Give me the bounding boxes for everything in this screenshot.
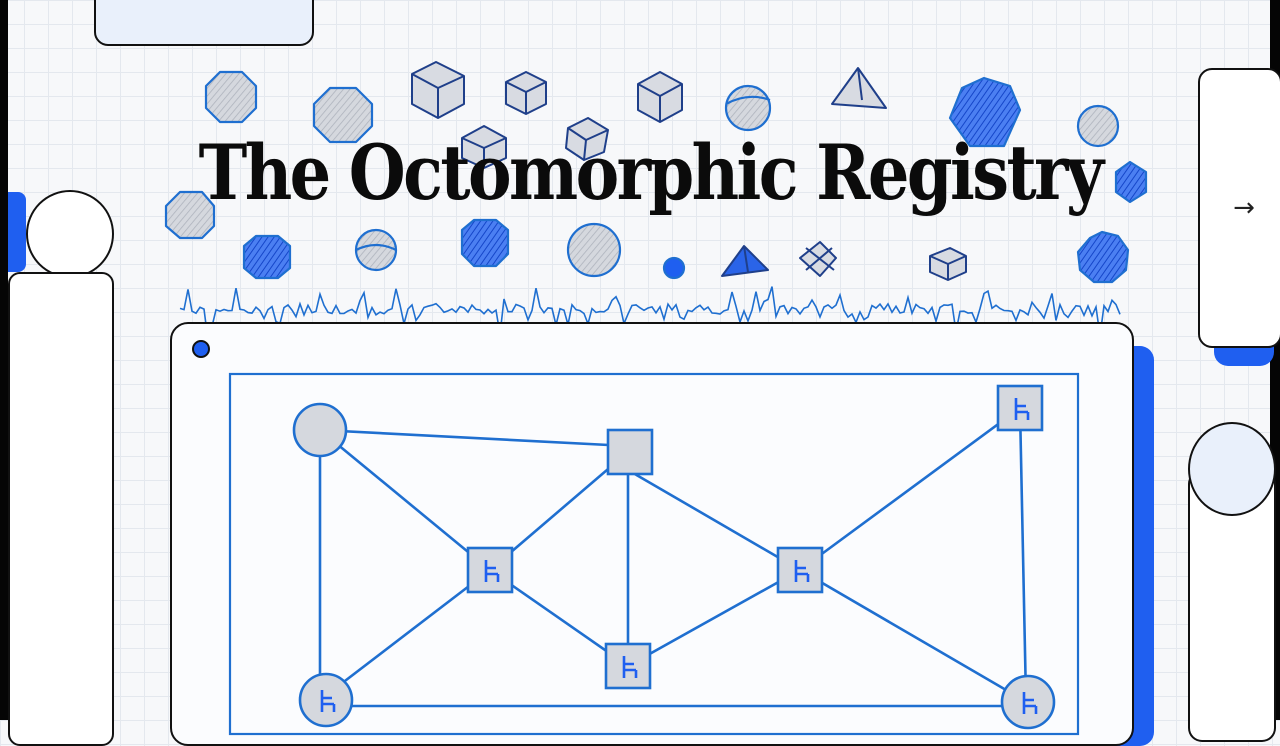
left-panel [8, 272, 114, 746]
graph-node-chair [466, 546, 514, 594]
octagon-shape [460, 218, 510, 268]
chair-icon [794, 560, 810, 582]
hexagon-shape [1114, 160, 1148, 204]
left-card-accent [8, 192, 26, 272]
chair-icon [622, 656, 638, 678]
chair-icon [320, 690, 336, 712]
octagon-shape [242, 234, 292, 280]
waveform-line [179, 286, 1121, 341]
chair-icon [1022, 692, 1038, 714]
dot-shape [662, 256, 686, 280]
cube-shape [565, 117, 609, 161]
cube-shape [505, 71, 547, 115]
cube-shape [637, 71, 683, 123]
octagon-shape [1076, 230, 1130, 284]
shape-cluster [164, 61, 1148, 341]
top-card [94, 0, 314, 46]
cube-shape [929, 247, 967, 281]
chair-icon [484, 560, 500, 582]
graph-node-circle [292, 402, 348, 458]
hexagon-shape [948, 76, 1022, 148]
graph-node-chair [776, 546, 824, 594]
diagram-frame [228, 372, 1080, 736]
card-indicator-dot [192, 340, 210, 358]
circle-shape [566, 222, 622, 278]
graph-node-chair-circle [1000, 674, 1056, 730]
network-edges [318, 406, 1031, 708]
right-circle-decoration [1188, 422, 1276, 516]
window-frame-right [1270, 0, 1280, 720]
graph-node-chair-circle [298, 672, 354, 728]
chair-icon [1014, 398, 1030, 420]
next-slide-card[interactable] [1198, 68, 1280, 348]
graph-node-square [606, 428, 654, 476]
pyramid-shape [831, 67, 887, 109]
graph-node-chair [996, 384, 1044, 432]
graph-node-chair [604, 642, 652, 690]
circle-shape [1076, 104, 1120, 148]
octagon-shape [204, 70, 258, 124]
window-frame-left [0, 0, 8, 720]
cube-shape [461, 125, 507, 169]
arrow-right-icon[interactable]: → [1233, 193, 1255, 223]
pyramid-shape [721, 245, 769, 277]
network-nodes [292, 384, 1056, 730]
network-diagram [228, 372, 1080, 736]
octahedron-shape [799, 241, 837, 277]
octagon-shape [312, 86, 374, 144]
cube-shape [411, 61, 465, 119]
page-title: The Octomorphic Registry [198, 128, 1104, 217]
octagon-shape [164, 190, 216, 240]
